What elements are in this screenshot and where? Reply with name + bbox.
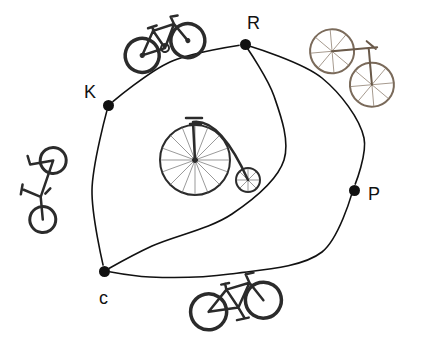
vertex-dot: K xyxy=(103,100,114,111)
vertex-label: K xyxy=(84,83,96,101)
vertex-label: P xyxy=(368,185,380,203)
vintage-bike xyxy=(301,13,409,116)
vertex-dot: P xyxy=(349,185,360,196)
vertex-dot: c xyxy=(99,266,110,277)
curve-connector xyxy=(109,195,351,278)
curve-connector xyxy=(109,49,286,269)
penny-farthing xyxy=(160,118,260,195)
vertex-dot: R xyxy=(240,39,251,50)
vertex-label: R xyxy=(247,14,260,32)
mountain-bike xyxy=(185,268,285,333)
road-bike xyxy=(117,9,209,77)
curve-connector xyxy=(92,110,107,265)
vertex-label: c xyxy=(99,289,108,307)
folding-bike xyxy=(15,143,68,234)
